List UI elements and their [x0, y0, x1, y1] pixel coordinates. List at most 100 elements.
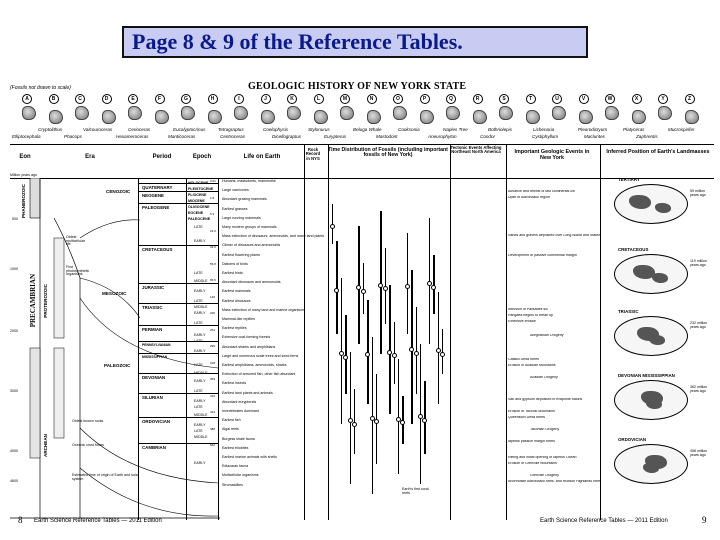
life-event: Abundant sharks and amphibians: [222, 344, 276, 349]
period-rule: [138, 325, 218, 326]
life-event: Burgess shale fauna: [222, 436, 255, 441]
fossil-range-marker: [413, 350, 419, 356]
fossil-name: Pleurodictyum: [578, 127, 608, 132]
slide-title-banner: Page 8 & 9 of the Reference Tables.: [122, 26, 588, 58]
time-mark: 5.3: [210, 212, 215, 216]
fossil-w-icon: [605, 106, 619, 120]
fossil-q-icon: [446, 106, 460, 120]
rock-note: Earth's first coral reefs: [402, 487, 429, 495]
period-rule: [138, 417, 218, 418]
tectonic-note: Acadian Orogeny: [530, 376, 558, 379]
tectonic-note: Erosion of Taconic Mountains: [508, 410, 555, 413]
life-event: Abundant dinosaurs and ammonoids: [222, 280, 281, 285]
landmass-globe: [614, 254, 688, 294]
landmass-shape: [643, 463, 659, 473]
page-number-right: 9: [702, 515, 707, 525]
time-mark: 444: [210, 410, 216, 414]
fossil-name: Dicellograptus: [272, 134, 302, 139]
fossil-f-icon: [154, 110, 169, 124]
period-rule: [138, 245, 218, 246]
fossil-letter-q: Q: [446, 94, 456, 104]
fossil-o-icon: [393, 106, 407, 120]
fossil-letter-x: X: [631, 94, 642, 104]
fossil-letter-r: R: [472, 94, 483, 104]
fossil-d-icon: [101, 110, 116, 124]
time-mark: 488: [210, 426, 216, 431]
period-neogene: NEOGENE: [142, 193, 164, 198]
life-event: Diatoms of birds: [222, 261, 248, 266]
fossil-range-marker: [374, 419, 379, 424]
tectonic-note: Grenville Orogeny: [530, 474, 559, 477]
fossil-name: Maclurites: [584, 134, 605, 139]
col-era: Era: [85, 154, 95, 160]
life-event: Earliest fish: [222, 418, 241, 423]
period-rule: [138, 191, 218, 192]
fossil-letter-g: G: [181, 94, 191, 104]
age-4000: 4000: [10, 449, 18, 453]
period-devonian: DEVONIAN: [142, 375, 166, 380]
epoch-subdivision: EARLY: [194, 379, 206, 383]
period-pennsylvanian: PENNSYLVANIAN: [142, 343, 171, 347]
time-mark: 65.5: [210, 278, 216, 282]
fossil-range-marker: [343, 354, 349, 360]
life-event: Earliest mammals: [222, 289, 251, 294]
note-origin: Estimated time of origin of Earth and so…: [72, 473, 139, 481]
fossil-name: Naples Tree: [443, 127, 468, 132]
fossil-letter-p: P: [419, 94, 430, 104]
epoch-subdivision: MIDDLE: [194, 413, 208, 417]
period-rule: [138, 443, 218, 444]
epoch-subdivision: MIDDLE: [194, 279, 208, 283]
age-500: 500: [12, 217, 18, 221]
age-4600: 4600: [10, 479, 18, 483]
time-mark: 33.9: [210, 245, 216, 249]
fossil-letter-t: T: [525, 94, 536, 104]
life-event: Many modern groups of mammals: [222, 225, 277, 229]
tectonic-note: Erosion of Acadian Mountains: [508, 364, 556, 367]
fossil-h-icon: [207, 110, 222, 124]
fossil-name: Aneurophyton: [428, 134, 457, 139]
epoch-subdivision: EARLY: [194, 423, 206, 427]
landmass-shape: [649, 335, 665, 345]
col-rock-record: Rock Record in NYS: [305, 147, 321, 161]
life-event: Mass extinction of dinosaurs, ammonoids,…: [222, 234, 325, 239]
note-oldest-rocks: Oldest known rocks: [72, 419, 104, 423]
precambrian-label: PRECAMBRIAN: [29, 274, 37, 328]
period-rule: [138, 183, 218, 184]
fossil-range-marker: [404, 283, 410, 289]
life-event: Extensive coal-forming forests: [222, 335, 271, 340]
epoch-subdivision: EARLY: [194, 461, 206, 465]
fossil-range-marker: [382, 286, 388, 291]
life-event: Ediacaran fauna: [222, 464, 249, 469]
fossil-illustrations: [22, 106, 700, 130]
period-rule: [138, 203, 218, 204]
fossil-letter-j: J: [260, 94, 271, 104]
landmass-globe: [614, 316, 688, 356]
era-mesozoic: MESOZOIC: [102, 291, 127, 296]
life-event: Extinction of armored fish, other fish a…: [222, 372, 296, 377]
fossil-name: Manticoceras: [168, 134, 196, 139]
period-rule: [138, 283, 218, 284]
life-event: Algal reefs: [222, 427, 239, 432]
col-position: Inferred Position of Earth's Landmasses: [606, 149, 710, 155]
fossil-j-icon: [260, 110, 275, 124]
epoch-subdivision: EARLY: [194, 333, 206, 337]
tectonic-note: Alleghanian Orogeny: [530, 334, 564, 337]
fossil-s-icon: [499, 106, 513, 120]
fossil-range-marker: [338, 351, 344, 356]
period-silurian: SILURIAN: [142, 395, 163, 400]
period-paleogene: PALEOGENE: [142, 205, 170, 210]
fossil-name: Beluga Whale: [353, 127, 382, 132]
fossil-range-marker: [352, 421, 357, 427]
fossil-range-marker: [435, 348, 441, 353]
fossil-name: Stylonurus: [308, 127, 330, 132]
eon-proterozoic: PROTEROZOIC: [43, 284, 48, 318]
life-event: Mass extinction of many land and marine …: [222, 307, 305, 312]
footer-right-text: Earth Science Reference Tables — 2011 Ed…: [540, 518, 668, 524]
time-mark: 251: [210, 327, 216, 332]
tectonic-note: Rifting and initial opening of Iapetus O…: [508, 456, 577, 459]
epoch-subdivision: EARLY: [194, 239, 206, 243]
globe-age: 119 million years ago: [690, 259, 707, 267]
fossil-name: Eurypterus: [324, 134, 347, 139]
fossil-letter-v: V: [578, 94, 589, 104]
